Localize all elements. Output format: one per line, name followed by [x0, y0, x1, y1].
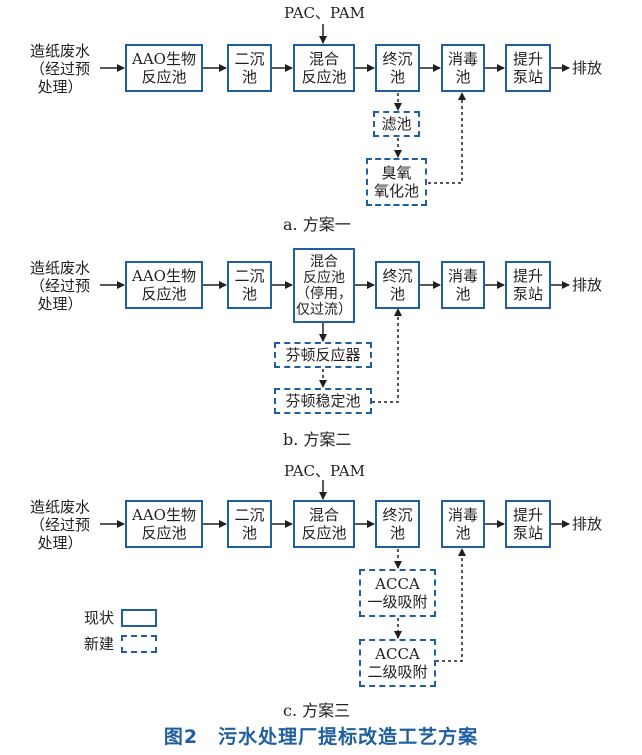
ozone-tank-a: 臭氧氧化池: [366, 158, 427, 206]
secondary-clarifier-b: 二沉池: [227, 261, 272, 309]
final-clarifier-a: 终沉池: [375, 44, 420, 92]
arrow-b-stable-final: [372, 308, 402, 403]
pump-station-c: 提升泵站: [505, 500, 551, 548]
arrow-a-ozone-dis: [428, 92, 466, 184]
discharge-label-b: 排放: [572, 276, 603, 294]
final-clarifier-b: 终沉池: [375, 261, 420, 309]
disinfection-tank-c: 消毒池: [441, 500, 485, 548]
aao-reactor-b: AAO生物反应池: [125, 261, 203, 309]
discharge-label-c: 排放: [572, 515, 603, 533]
legend-new-label: 新建: [84, 635, 115, 653]
pump-station-a: 提升泵站: [505, 44, 551, 92]
pump-station-b: 提升泵站: [505, 261, 551, 309]
source-label-a: 造纸废水（经过预处理）: [30, 42, 91, 96]
disinfection-tank-a: 消毒池: [441, 44, 485, 92]
disinfection-tank-b: 消毒池: [441, 261, 485, 309]
aao-reactor-a: AAO生物反应池: [125, 44, 203, 92]
aao-reactor-c: AAO生物反应池: [125, 500, 203, 548]
secondary-clarifier-c: 二沉池: [227, 500, 272, 548]
mixing-tank-c: 混合反应池: [293, 500, 355, 548]
fenton-reactor-b: 芬顿反应器: [274, 342, 372, 368]
legend-existing-label: 现状: [84, 609, 115, 627]
legend-new-swatch: [121, 635, 157, 653]
chemicals-label-c: PAC、PAM: [284, 462, 365, 480]
source-label-c: 造纸废水（经过预处理）: [30, 498, 91, 552]
caption-b: b. 方案二: [283, 430, 352, 449]
mixing-tank-b: 混合反应池（停用，仅过流）: [293, 248, 355, 323]
final-clarifier-c: 终沉池: [375, 500, 420, 548]
caption-c: c. 方案三: [283, 701, 351, 720]
discharge-label-a: 排放: [572, 59, 603, 77]
figure-title: 图2 污水处理厂提标改造工艺方案: [163, 726, 479, 748]
fenton-stabilizer-b: 芬顿稳定池: [274, 388, 372, 414]
arrow-c-acca2-dis: [436, 548, 466, 662]
caption-a: a. 方案一: [283, 215, 351, 234]
legend-existing-swatch: [121, 609, 157, 627]
chemicals-label-a: PAC、PAM: [284, 4, 365, 22]
source-label-b: 造纸废水（经过预处理）: [30, 259, 91, 313]
secondary-clarifier-a: 二沉池: [227, 44, 272, 92]
mixing-tank-a: 混合反应池: [293, 44, 355, 92]
sand-filter-a: 滤池: [373, 111, 420, 137]
